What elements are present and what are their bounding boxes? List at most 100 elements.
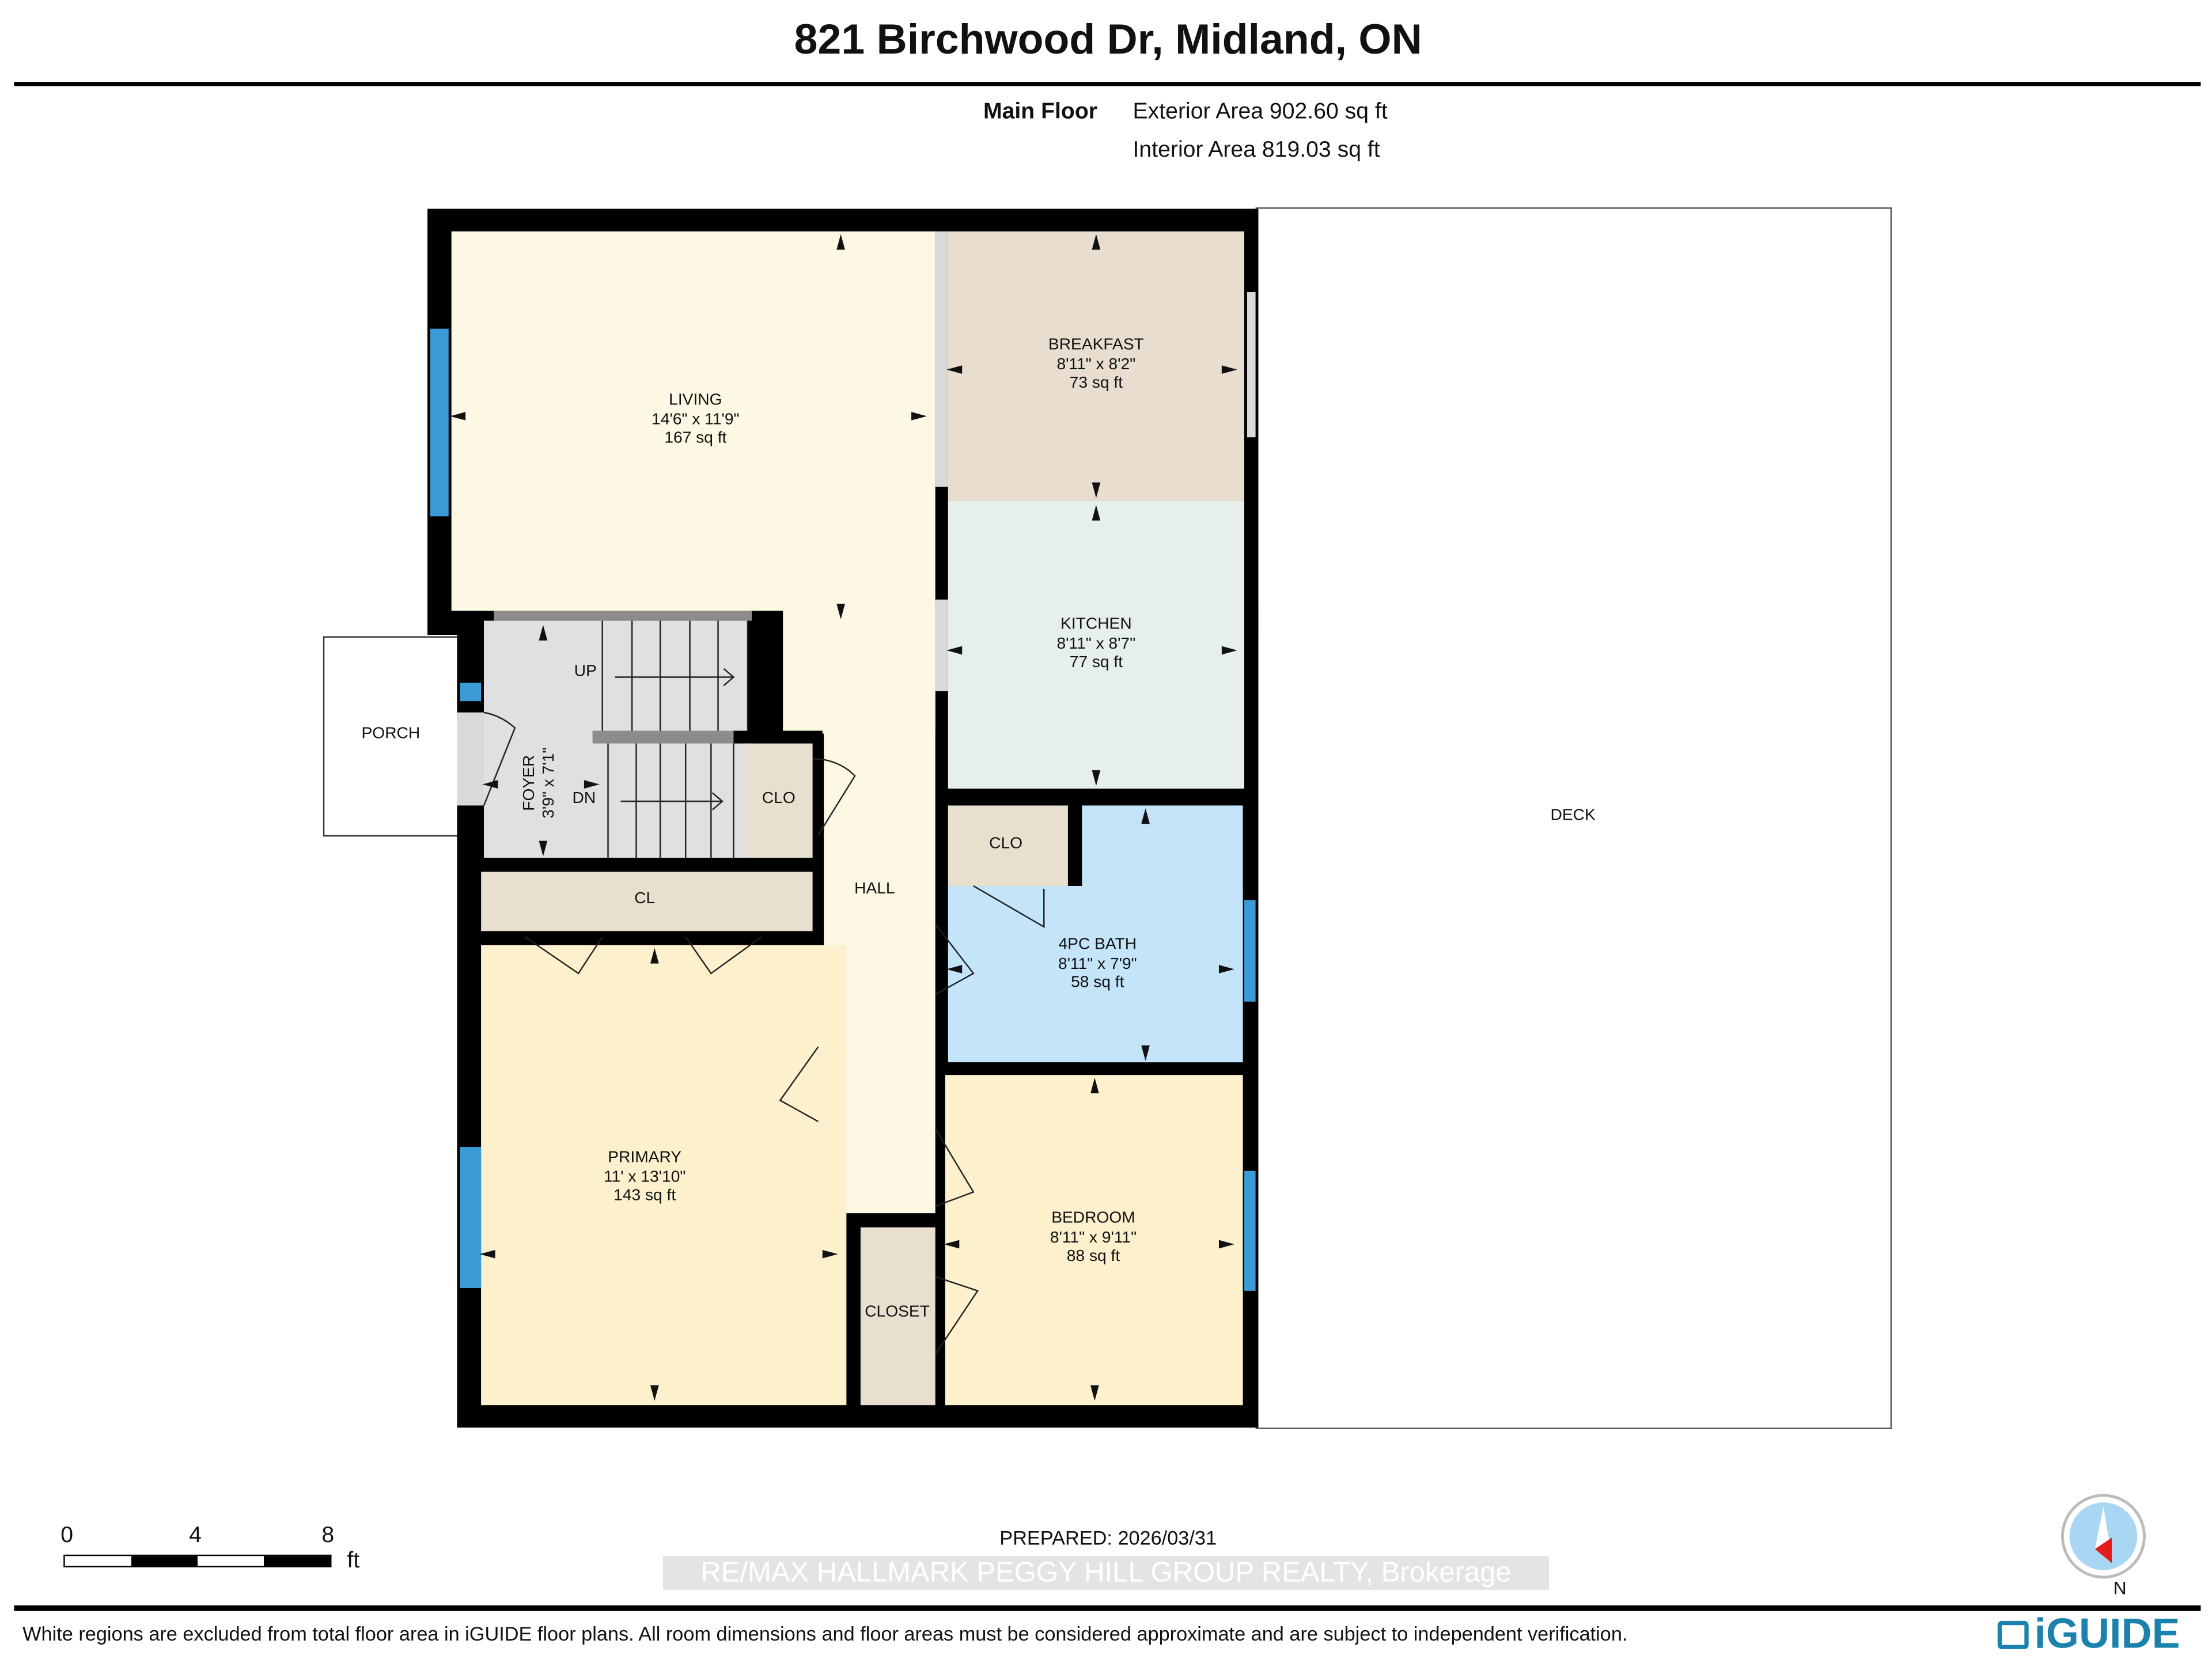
label-deck: DECK <box>1550 807 1596 824</box>
dimension-arrow-icon <box>821 1249 838 1259</box>
room-area: 73 sq ft <box>1069 374 1123 392</box>
dimension-arrow-icon <box>1218 1240 1234 1249</box>
dimension-arrow-icon <box>538 840 547 857</box>
room-dims: 8'11" x 9'11" <box>1050 1229 1137 1247</box>
interior-area: Interior Area 819.03 sq ft <box>1132 138 1380 162</box>
label-cl: CL <box>634 890 656 908</box>
room-breakfast <box>948 231 1245 501</box>
dimension-arrow-icon <box>1091 482 1100 498</box>
dimension-arrow-icon <box>946 646 961 655</box>
room-dims: 8'11" x 8'2" <box>1056 355 1136 373</box>
dimension-arrow-icon <box>538 624 547 641</box>
room-area: 58 sq ft <box>1071 974 1124 992</box>
dimension-arrow-icon <box>1218 965 1234 974</box>
dimension-arrow-icon <box>1141 808 1149 824</box>
room-area: 143 sq ft <box>613 1187 676 1205</box>
stair-landing-wall <box>494 611 752 621</box>
label-stairs-up: UP <box>574 663 597 681</box>
title-divider <box>14 82 2201 86</box>
sliding-door <box>1247 291 1256 438</box>
dimension-arrow-icon <box>482 780 498 789</box>
room-bedroom <box>945 1075 1243 1406</box>
prepared-date: PREPARED: 2026/03/31 <box>999 1526 1217 1550</box>
opening <box>935 231 948 487</box>
dimension-arrow-icon <box>1089 1078 1099 1093</box>
dimension-arrow-icon <box>946 365 961 374</box>
label-porch: PORCH <box>361 725 421 743</box>
dimension-arrow-icon <box>449 412 465 421</box>
window <box>460 1147 482 1288</box>
dimension-arrow-icon <box>1091 505 1100 521</box>
room-clo-bath <box>948 805 1068 886</box>
compass-icon <box>2061 1494 2146 1579</box>
dimension-arrow-icon <box>1091 770 1100 786</box>
label-bath: 4PC BATH 8'11" x 7'9" 58 sq ft <box>1058 937 1137 994</box>
label-stairs-down: DN <box>572 790 596 808</box>
iguide-logo-icon <box>1997 1620 2029 1649</box>
label-clo: CLO <box>989 835 1023 853</box>
dimension-arrow-icon <box>649 948 658 964</box>
room-clo-foyer <box>746 743 813 858</box>
room-name: FOYER <box>521 755 539 811</box>
room-area: 77 sq ft <box>1069 654 1123 672</box>
dimension-arrow-icon <box>946 965 961 974</box>
dimension-arrow-icon <box>1221 365 1237 374</box>
window <box>430 328 449 517</box>
dimension-arrow-icon <box>1141 1045 1149 1061</box>
label-closet: CLOSET <box>865 1304 930 1321</box>
dimension-arrow-icon <box>1089 1385 1099 1401</box>
footer-divider <box>14 1605 2201 1611</box>
iguide-logo-text: iGUIDE <box>2034 1611 2180 1658</box>
dimension-arrow-icon <box>583 780 599 789</box>
room-name: PRIMARY <box>608 1149 682 1166</box>
window <box>1244 900 1256 1002</box>
room-name: KITCHEN <box>1060 616 1132 633</box>
room-name: LIVING <box>669 392 722 409</box>
room-cl <box>481 872 813 931</box>
dimension-arrow-icon <box>1221 646 1237 655</box>
dimension-arrow-icon <box>649 1385 658 1401</box>
watermark: RE/MAX HALLMARK PEGGY HILL GROUP REALTY,… <box>663 1556 1550 1590</box>
page-title: 821 Birchwood Dr, Midland, ON <box>794 17 1422 64</box>
dimension-arrow-icon <box>836 234 844 250</box>
window <box>460 683 482 702</box>
scale-bar <box>63 1554 332 1567</box>
room-name: 4PC BATH <box>1058 936 1137 953</box>
room-dims: 8'11" x 7'9" <box>1058 955 1137 972</box>
room-area: 167 sq ft <box>664 430 727 447</box>
room-dims: 14'6" x 11'9" <box>652 411 740 428</box>
deck <box>1255 207 1892 1429</box>
room-name: BEDROOM <box>1051 1210 1135 1228</box>
iguide-logo: iGUIDE <box>1997 1611 2180 1658</box>
label-primary: PRIMARY 11' x 13'10" 143 sq ft <box>604 1149 685 1206</box>
room-dims: 8'11" x 8'7" <box>1056 635 1136 653</box>
wall <box>733 730 823 744</box>
room-area: 88 sq ft <box>1066 1248 1120 1266</box>
dimension-arrow-icon <box>1091 234 1100 250</box>
room-bath <box>948 885 1243 1063</box>
dimension-arrow-icon <box>910 412 926 421</box>
scale-tick-8: 8 <box>321 1523 335 1548</box>
room-closet <box>860 1227 935 1406</box>
exterior-area: Exterior Area 902.60 sq ft <box>1132 100 1388 124</box>
floor-name: Main Floor <box>983 100 1098 124</box>
room-living <box>451 231 935 611</box>
scale-unit: ft <box>347 1549 360 1573</box>
scale-tick-4: 4 <box>189 1523 202 1548</box>
room-primary <box>481 945 847 1406</box>
opening <box>935 599 948 692</box>
disclaimer: White regions are excluded from total fl… <box>22 1622 1628 1645</box>
room-dims: 3'9" x 7'1" <box>540 747 558 819</box>
label-living: LIVING 14'6" x 11'9" 167 sq ft <box>652 392 739 449</box>
room-dims: 11' x 13'10" <box>603 1168 686 1185</box>
door-opening <box>457 712 484 806</box>
stair-divider <box>592 730 734 744</box>
compass-north: N <box>2113 1577 2127 1599</box>
window <box>1244 1171 1256 1291</box>
room-name: BREAKFAST <box>1048 336 1144 354</box>
